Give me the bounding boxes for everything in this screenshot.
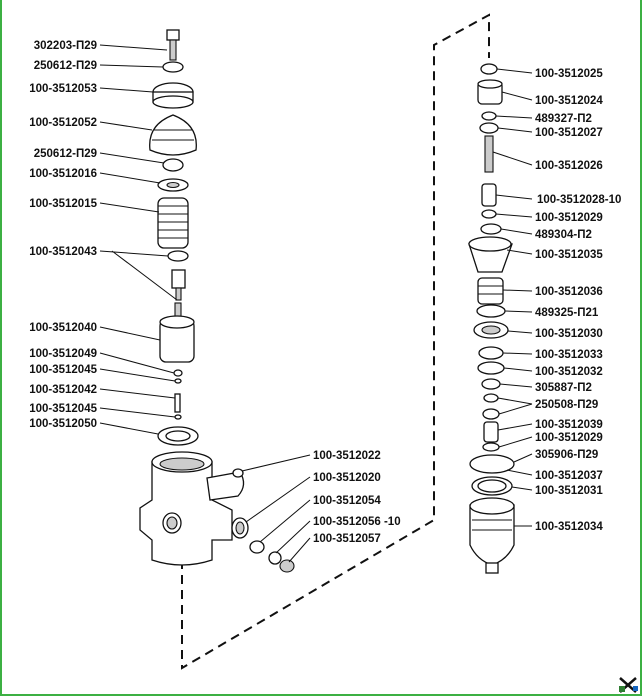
part-label: 100-3512015 [29, 198, 97, 210]
part-label: 100-3512052 [29, 117, 97, 129]
tools-icon [619, 677, 638, 693]
assembly-dashed-line [181, 13, 490, 670]
leader-lines [99, 44, 533, 563]
part-label: 100-3512032 [535, 366, 603, 378]
part-label: 100-3512039 [535, 419, 603, 431]
part-label: 100-3512045 [29, 403, 97, 415]
left-labels: 302203-П29 250612-П29 100-3512053 100-35… [29, 40, 97, 430]
part-label: 100-3512040 [29, 322, 97, 334]
part-label: 100-3512056 -10 [313, 516, 401, 528]
part-label: 305906-П29 [535, 449, 598, 461]
part-label: 100-3512054 [313, 495, 381, 507]
part-label: 100-3512029 [535, 432, 603, 444]
part-label: 489327-П2 [535, 113, 592, 125]
part-label: 250508-П29 [535, 399, 598, 411]
part-label: 250612-П29 [34, 60, 97, 72]
part-label: 100-3512026 [535, 160, 603, 172]
part-label: 305887-П2 [535, 382, 592, 394]
right-labels: 100-3512025 100-3512024 489327-П2 100-35… [535, 68, 621, 533]
part-label: 100-3512016 [29, 168, 97, 180]
part-label: 100-3512029 [535, 212, 603, 224]
part-label: 302203-П29 [34, 40, 97, 52]
part-label: 100-3512020 [313, 472, 381, 484]
left-stack-parts [149, 29, 199, 446]
part-label: 100-3512035 [535, 249, 603, 261]
part-label: 100-3512037 [535, 470, 603, 482]
part-label: 100-3512050 [29, 418, 97, 430]
part-label: 100-3512030 [535, 328, 603, 340]
part-label: 100-3512022 [313, 450, 381, 462]
center-labels: 100-3512022 100-3512020 100-3512054 100-… [313, 450, 401, 545]
part-label: 100-3512043 [29, 246, 97, 258]
part-label: 100-3512053 [29, 83, 97, 95]
part-label: 489304-П2 [535, 229, 592, 241]
part-label: 100-3512033 [535, 349, 603, 361]
part-label: 100-3512049 [29, 348, 97, 360]
part-label: 100-3512042 [29, 384, 97, 396]
right-stack-parts [468, 63, 515, 574]
valve-housing [139, 451, 295, 573]
part-label: 100-3512028-10 [537, 194, 621, 206]
part-label: 250612-П29 [34, 148, 97, 160]
part-label: 100-3512024 [535, 95, 603, 107]
part-label: 100-3512045 [29, 364, 97, 376]
part-label: 100-3512027 [535, 127, 603, 139]
part-label: 100-3512031 [535, 485, 603, 497]
part-label: 100-3512034 [535, 521, 603, 533]
part-label: 100-3512057 [313, 533, 381, 545]
part-label: 100-3512036 [535, 286, 603, 298]
part-label: 489325-П21 [535, 307, 599, 319]
part-label: 100-3512025 [535, 68, 603, 80]
